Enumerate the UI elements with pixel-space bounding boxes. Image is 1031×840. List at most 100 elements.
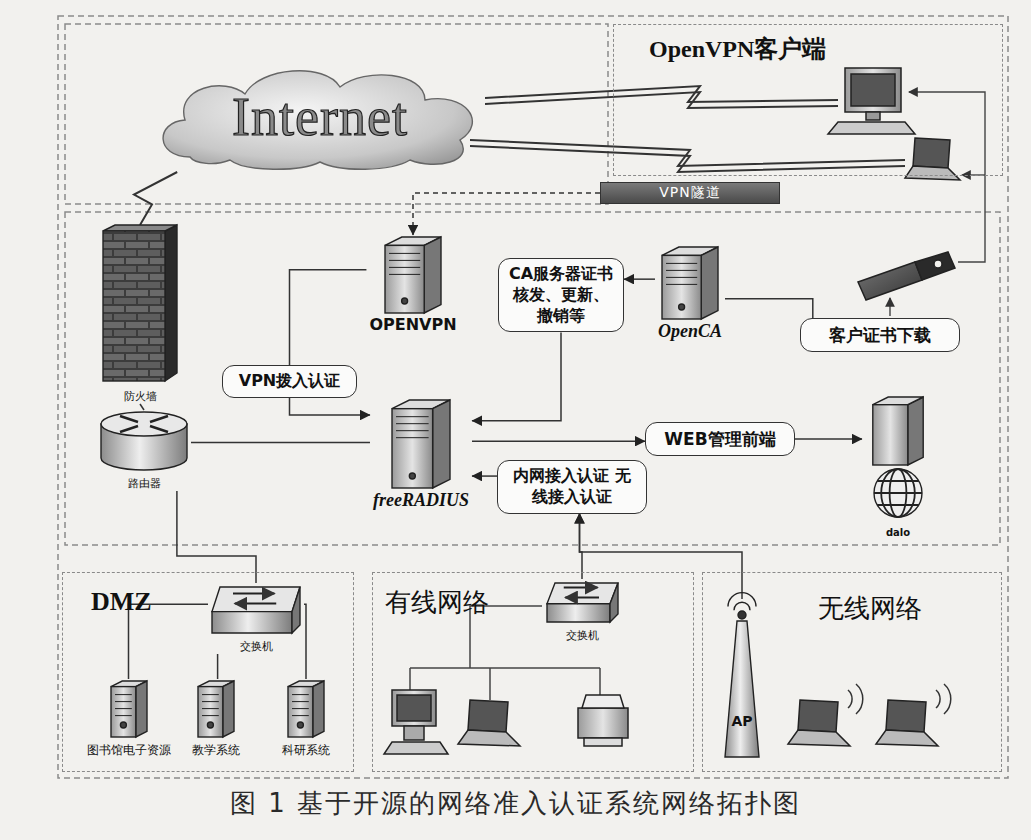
- globe-icon-part: [877, 480, 919, 482]
- vpn-auth-box: VPN拨入认证: [222, 365, 357, 398]
- globe-icon-part: [908, 397, 923, 465]
- link-line: [472, 332, 561, 420]
- server-icon-part: [396, 423, 429, 424]
- router-icon-part: [150, 426, 168, 432]
- server-zone: [65, 212, 1000, 545]
- link-line: [795, 438, 862, 440]
- firewall-icon-part: [103, 225, 177, 231]
- globe-symbol: [863, 395, 933, 521]
- lan-wlan-auth-box: 内网接入认证 无线接入认证: [497, 460, 647, 514]
- tower-icon-part: [135, 681, 146, 737]
- server-icon: [385, 237, 441, 313]
- firewall-symbol: [101, 225, 179, 385]
- globe-icon-part: [874, 469, 922, 517]
- ap-icon-part: [738, 611, 746, 619]
- freeradius-server: freeRADIUS: [370, 398, 472, 512]
- server-icon-part: [666, 284, 697, 285]
- ap-icon-part-part: [734, 602, 750, 610]
- wired-devices-part: [410, 667, 600, 669]
- switch-icon-part: [547, 604, 610, 622]
- link-line: [725, 299, 813, 318]
- wireless-devices-part: [798, 700, 838, 732]
- internet-links-part: [470, 146, 905, 172]
- ap-icon-part: [725, 621, 759, 757]
- node-label: Internet: [232, 86, 408, 148]
- internet-zone: [65, 24, 608, 204]
- ap-icon-part: [728, 593, 756, 611]
- tower-icon-part: [115, 715, 132, 716]
- ap-symbol: [722, 599, 762, 759]
- tower-icon-part: [202, 694, 219, 695]
- wired-devices-part: [458, 730, 520, 746]
- switch-symbol: [545, 579, 620, 624]
- wireless-zone: 无线网络AP: [702, 572, 1002, 772]
- tower-icon-part: [288, 687, 313, 737]
- figure-caption: 图 1 基于开源的网络准入认证系统网络拓扑图: [0, 786, 1031, 821]
- device-label: 交换机: [240, 640, 273, 653]
- link-line: [191, 442, 370, 444]
- daloradius-server: dalo: [862, 395, 934, 540]
- openca-server: OpenCA: [655, 245, 725, 343]
- server-icon-part: [396, 416, 429, 417]
- internet-cloud: Internet: [150, 62, 490, 172]
- dashed-frames: [58, 16, 1008, 778]
- tower-icon-part: [223, 681, 234, 737]
- link-line: [472, 475, 497, 477]
- usb-key-part: [858, 262, 922, 300]
- zone-heading: 有线网络: [385, 585, 489, 620]
- openvpn-server: OPENVPN: [366, 235, 459, 334]
- node-label: VPN隧道: [659, 184, 721, 202]
- server-icon-part: [679, 304, 685, 310]
- router-icon: [101, 412, 187, 470]
- tower-icon-part: [115, 701, 132, 702]
- wired-devices-part: [582, 695, 624, 708]
- client-pc-part: [866, 112, 880, 120]
- wired-devices-part: [384, 742, 448, 754]
- tower-icon-part: [292, 708, 309, 709]
- device-label: 路由器: [128, 477, 161, 490]
- server-icon-part: [424, 237, 441, 313]
- router-icon-part: [150, 416, 168, 422]
- device-label: 防火墙: [124, 390, 157, 403]
- firewall-icon-part: [103, 231, 165, 381]
- tower-symbol: [286, 679, 326, 739]
- router-symbol: [99, 410, 189, 472]
- server-icon-part: [389, 253, 420, 254]
- server-icon: [392, 400, 450, 488]
- switch-icon-part: [547, 583, 618, 604]
- tower-icon-part: [313, 681, 324, 737]
- cert-download-box: 客户证书下载: [800, 318, 960, 352]
- server-icon-part: [666, 263, 697, 264]
- link-line: [140, 404, 144, 410]
- node-label: CA服务器证书核发、更新、撤销等: [507, 264, 615, 326]
- router-icon-part: [120, 416, 138, 422]
- firewall-icon-part: [165, 225, 177, 381]
- tower-symbol: [196, 679, 236, 739]
- cloud-icon-part: [163, 71, 472, 170]
- device-label: OpenCA: [658, 321, 722, 343]
- key-links: [890, 92, 985, 316]
- server-symbol: [383, 235, 443, 315]
- link-line: [290, 270, 367, 365]
- device-label: 科研系统: [282, 743, 330, 757]
- server-icon-part: [385, 245, 424, 313]
- device-label: 交换机: [566, 629, 599, 642]
- ca-note: CA服务器证书核发、更新、撤销等: [498, 258, 624, 332]
- wired-devices-part: [489, 668, 491, 700]
- server-symbol: [660, 245, 720, 321]
- tower-icon-part: [297, 722, 303, 728]
- wireless-devices: [788, 684, 951, 746]
- wired-devices-part: [404, 726, 424, 740]
- link-line: [134, 172, 177, 225]
- tower-icon-part: [198, 687, 223, 737]
- client-laptop: [905, 138, 960, 180]
- tower-icon-part: [292, 715, 309, 716]
- firewall-icon: [103, 225, 177, 381]
- server-icon-part: [433, 400, 450, 488]
- server-icon-part: [389, 274, 420, 275]
- server-icon-part: [396, 437, 429, 438]
- tower-symbol: [109, 679, 149, 739]
- switch-icon: [547, 583, 618, 622]
- access-point: AP: [719, 599, 765, 730]
